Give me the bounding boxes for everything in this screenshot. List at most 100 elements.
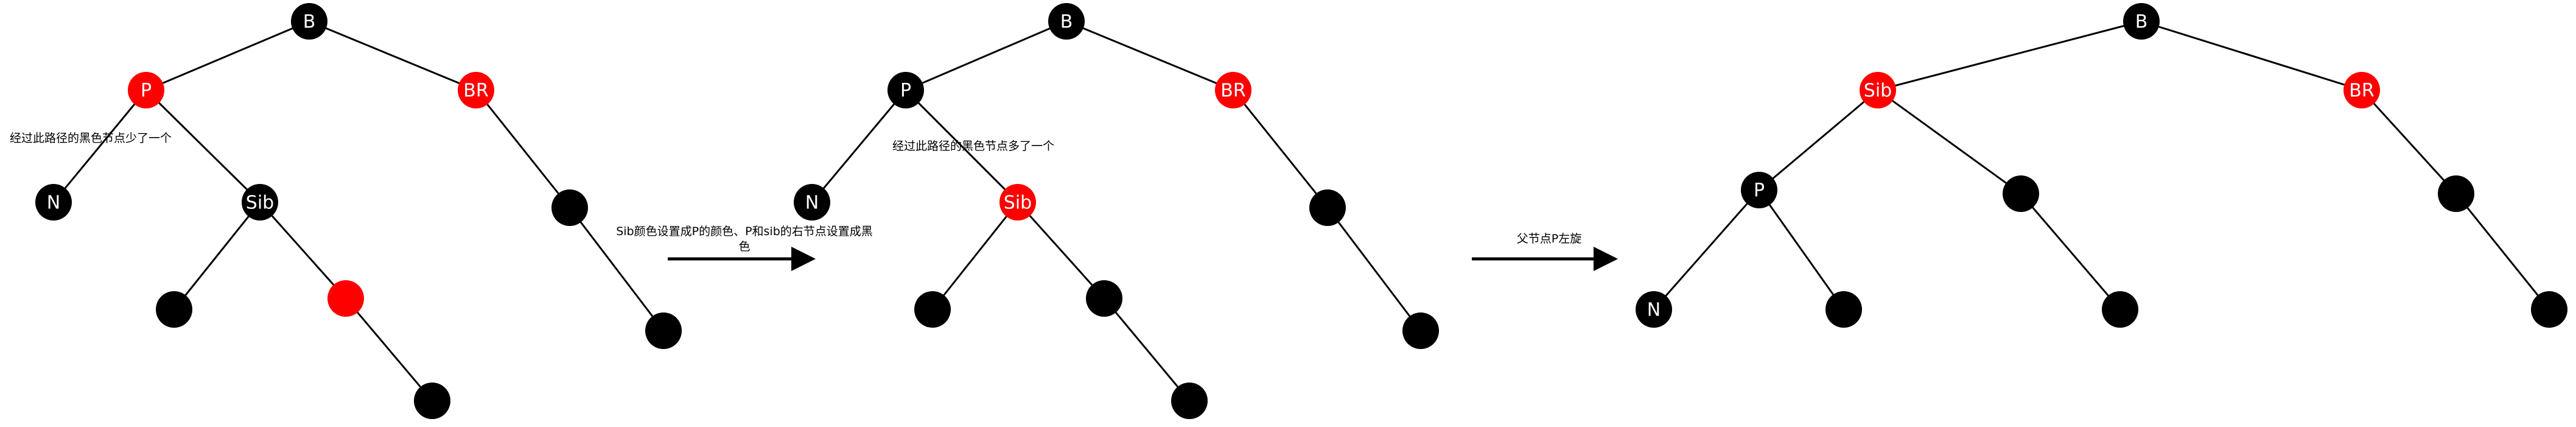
recolor-caption-line-0: Sib颜色设置成P的颜色、P和sib的右节点设置成黑 <box>616 225 873 238</box>
before-node-sib-right <box>327 280 364 317</box>
before-node-br-child <box>551 189 588 226</box>
recolor-caption-line-1: 色 <box>738 240 750 253</box>
before-edge-b-to-p <box>145 20 310 91</box>
recolored-node-br-label: BR <box>1220 80 1245 102</box>
before-node-br-grandchild-circle <box>645 312 682 349</box>
rotated-node-sib-right-circle <box>2003 175 2039 212</box>
before-node-sib-circle <box>242 184 278 221</box>
recolored-edge-br-child-to-br-grandchild <box>1326 207 1422 331</box>
recolored-node-sib-right <box>1086 280 1122 317</box>
rotated-edge-p-to-n <box>1653 189 1760 310</box>
rotated-node-sib-right-child-circle <box>2102 291 2138 328</box>
recolored-edge-b-to-br <box>1066 20 1234 91</box>
recolored-node-n-label: N <box>805 192 819 214</box>
before-node-p-circle <box>128 72 164 108</box>
before-edge-br-to-br-child <box>475 90 571 208</box>
before-node-sib-left <box>156 291 192 328</box>
recolored-edge-b-to-p <box>905 20 1067 91</box>
rotated-node-p-circle <box>1741 172 1777 208</box>
rotated-node-sib-label: Sib <box>1864 80 1892 102</box>
recolored-node-b: B <box>1048 3 1085 40</box>
rotated-edge-sib-to-sib-right <box>1877 89 2021 195</box>
before-node-p-label: P <box>141 80 152 102</box>
before-node-sib-label: Sib <box>246 192 274 214</box>
recolored-node-sib-circle <box>999 184 1036 221</box>
recolored-node-br-child-circle <box>1309 189 1346 226</box>
before-node-p: P <box>128 72 164 108</box>
recolored-node-p-circle <box>887 72 924 108</box>
rotated-node-n: N <box>1636 291 1672 328</box>
before-edge-sib-to-sib-left <box>173 202 261 310</box>
recolored-node-b-circle <box>1048 3 1085 40</box>
rotated-edge-sib-to-p <box>1759 89 1878 191</box>
rotated-node-sib-left <box>1825 291 1862 328</box>
recolored-node-br-child <box>1309 189 1346 226</box>
rotated-node-b-label: B <box>2135 12 2148 33</box>
rotated-edge-p-to-sib-left <box>1758 189 1845 310</box>
before-node-br-label: BR <box>463 80 488 102</box>
recolored-node-sib-label: Sib <box>1004 192 1032 214</box>
recolored-node-sib-right-circle <box>1086 280 1122 317</box>
rotated-node-br-label: BR <box>2349 80 2374 102</box>
before-node-sib-left-circle <box>156 291 192 328</box>
before-node-n-label: N <box>47 192 60 214</box>
recolored-node-n-circle <box>794 184 830 221</box>
rotated-edge-br-child-to-br-grandchild <box>2455 193 2550 310</box>
recolored-node-p-label: P <box>900 80 911 102</box>
before-edge-br-child-to-br-grandchild <box>569 207 665 331</box>
before-edge-sib-to-sib-right <box>259 202 347 299</box>
tree-edges <box>52 20 2550 401</box>
recolored-node-sib-right-child-circle <box>1171 383 1208 419</box>
recolored-node-br-grandchild-circle <box>1402 312 1439 349</box>
rotated-node-p-label: P <box>1754 180 1765 202</box>
recolored-node-p: P <box>887 72 924 108</box>
rotated-node-br-child <box>2438 175 2474 212</box>
rotated-edge-br-to-br-child <box>2361 89 2457 195</box>
rotated-node-br-grandchild-circle <box>2531 291 2567 328</box>
annotations: 经过此路径的黑色节点少了一个经过此路径的黑色节点多了一个Sib颜色设置成P的颜色… <box>10 132 1618 271</box>
rotated-node-n-label: N <box>1647 300 1661 321</box>
before-node-sib-right-child-circle <box>414 383 450 419</box>
before-edge-p-to-n <box>52 90 147 203</box>
recolored-node-br: BR <box>1215 72 1251 108</box>
rotated-node-br: BR <box>2343 72 2380 108</box>
recolored-edge-sib-to-sib-right <box>1017 201 1105 300</box>
tree-nodes: B P BR N Sib B P BR N Sib B Sib BR P N <box>35 3 2567 419</box>
rotated-node-sib-right <box>2003 175 2039 212</box>
before-node-br-child-circle <box>551 189 588 226</box>
recolored-node-sib-right-child <box>1171 383 1208 419</box>
rotated-node-br-child-circle <box>2438 175 2474 212</box>
rotated-node-sib-left-circle <box>1825 291 1862 328</box>
before-node-b-circle <box>291 3 327 40</box>
rotated-node-sib-circle <box>1860 72 1896 108</box>
before-node-sib: Sib <box>242 184 278 221</box>
rotated-node-n-circle <box>1636 291 1672 328</box>
before-node-b: B <box>291 3 327 40</box>
rotated-node-b: B <box>2123 3 2160 40</box>
before-node-br-grandchild <box>645 312 682 349</box>
before-edge-b-to-br <box>309 20 477 91</box>
before-annotation: 经过此路径的黑色节点少了一个 <box>10 132 172 145</box>
rotated-node-b-circle <box>2123 3 2160 40</box>
before-node-br: BR <box>458 72 494 108</box>
rotated-node-sib: Sib <box>1860 72 1896 108</box>
recolored-node-b-label: B <box>1060 12 1073 33</box>
recolored-node-sib-left-circle <box>914 291 951 328</box>
recolored-node-br-circle <box>1215 72 1251 108</box>
recolored-node-n: N <box>794 184 830 221</box>
recolored-node-br-grandchild <box>1402 312 1439 349</box>
recolored-edge-p-to-sib <box>905 89 1019 203</box>
before-node-b-label: B <box>303 12 316 33</box>
recolored-node-sib-left <box>914 291 951 328</box>
rotated-node-p: P <box>1741 172 1777 208</box>
before-node-n: N <box>35 184 72 221</box>
recolored-edge-sib-right-to-sib-right-child <box>1103 298 1191 401</box>
before-node-sib-right-child <box>414 383 450 419</box>
before-node-br-circle <box>458 72 494 108</box>
rotated-node-br-circle <box>2343 72 2380 108</box>
rotate-caption-line-0: 父节点P左旋 <box>1517 232 1581 245</box>
before-edge-sib-right-to-sib-right-child <box>345 298 433 401</box>
recolored-edge-sib-to-sib-left <box>931 202 1019 310</box>
rotated-edge-b-to-sib <box>1877 20 2142 91</box>
